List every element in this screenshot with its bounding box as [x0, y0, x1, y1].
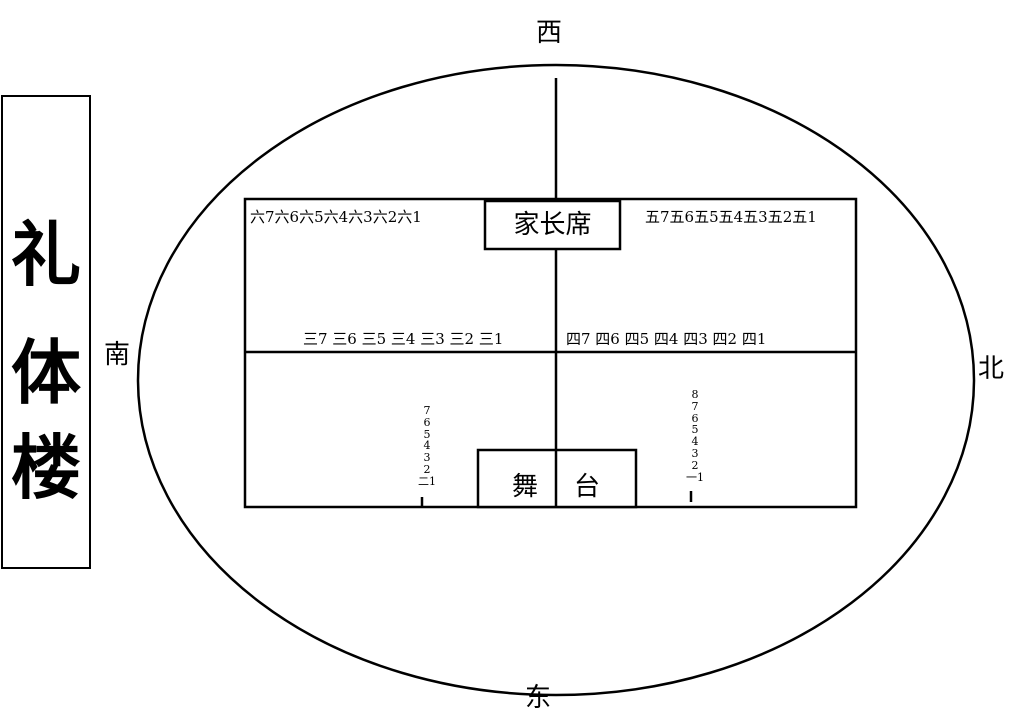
direction-east: 东 [525, 683, 552, 713]
seat-row-four: 四7 四6 四5 四4 四3 四2 四1 [566, 330, 767, 348]
seat-column-one-item: 2 [691, 458, 699, 472]
seat-column-one-item: 6 [691, 411, 699, 425]
venue-ellipse [136, 63, 976, 697]
seat-column-two-item: 5 [423, 427, 431, 441]
seat-column-one-item: 4 [691, 435, 699, 449]
direction-south: 南 [104, 340, 131, 370]
stage-label-right: 台 [573, 472, 600, 502]
seat-column-two-item: 4 [423, 439, 431, 453]
head-table-label: 家长席 [513, 210, 592, 240]
building-char-1: 礼 [11, 214, 81, 296]
seat-column-one-item: 一1 [686, 470, 704, 484]
seat-column-two: 7 6 5 4 3 2 二1 [418, 405, 436, 488]
seat-column-one: 8 7 6 5 4 3 2 一1 [686, 389, 704, 483]
seat-column-one-item: 7 [691, 399, 699, 413]
seat-column-one-item: 5 [691, 423, 699, 437]
seat-row-three: 三7 三6 三5 三4 三3 三2 三1 [303, 330, 504, 348]
seat-column-two-item: 7 [423, 404, 431, 417]
seat-row-five: 五7五6五5五4五3五2五1 [645, 208, 817, 226]
seat-column-two-item: 二1 [418, 474, 436, 488]
head-table-box [483, 199, 622, 251]
building-label-box: 礼 体 楼 [1, 95, 91, 569]
seat-column-one-item: 3 [691, 446, 699, 460]
direction-north: 北 [978, 354, 1005, 384]
building-char-2: 体 [11, 332, 81, 414]
seat-column-two-item: 3 [423, 451, 431, 465]
direction-west: 西 [536, 18, 563, 48]
seat-column-two-item: 2 [423, 462, 431, 476]
seat-column-one-item: 8 [691, 388, 699, 401]
seat-row-six: 六7六6六5六4六3六2六1 [250, 208, 422, 226]
building-char-3: 楼 [11, 427, 81, 509]
seat-column-two-item: 6 [423, 415, 431, 429]
stage-label-left: 舞 [511, 472, 538, 502]
